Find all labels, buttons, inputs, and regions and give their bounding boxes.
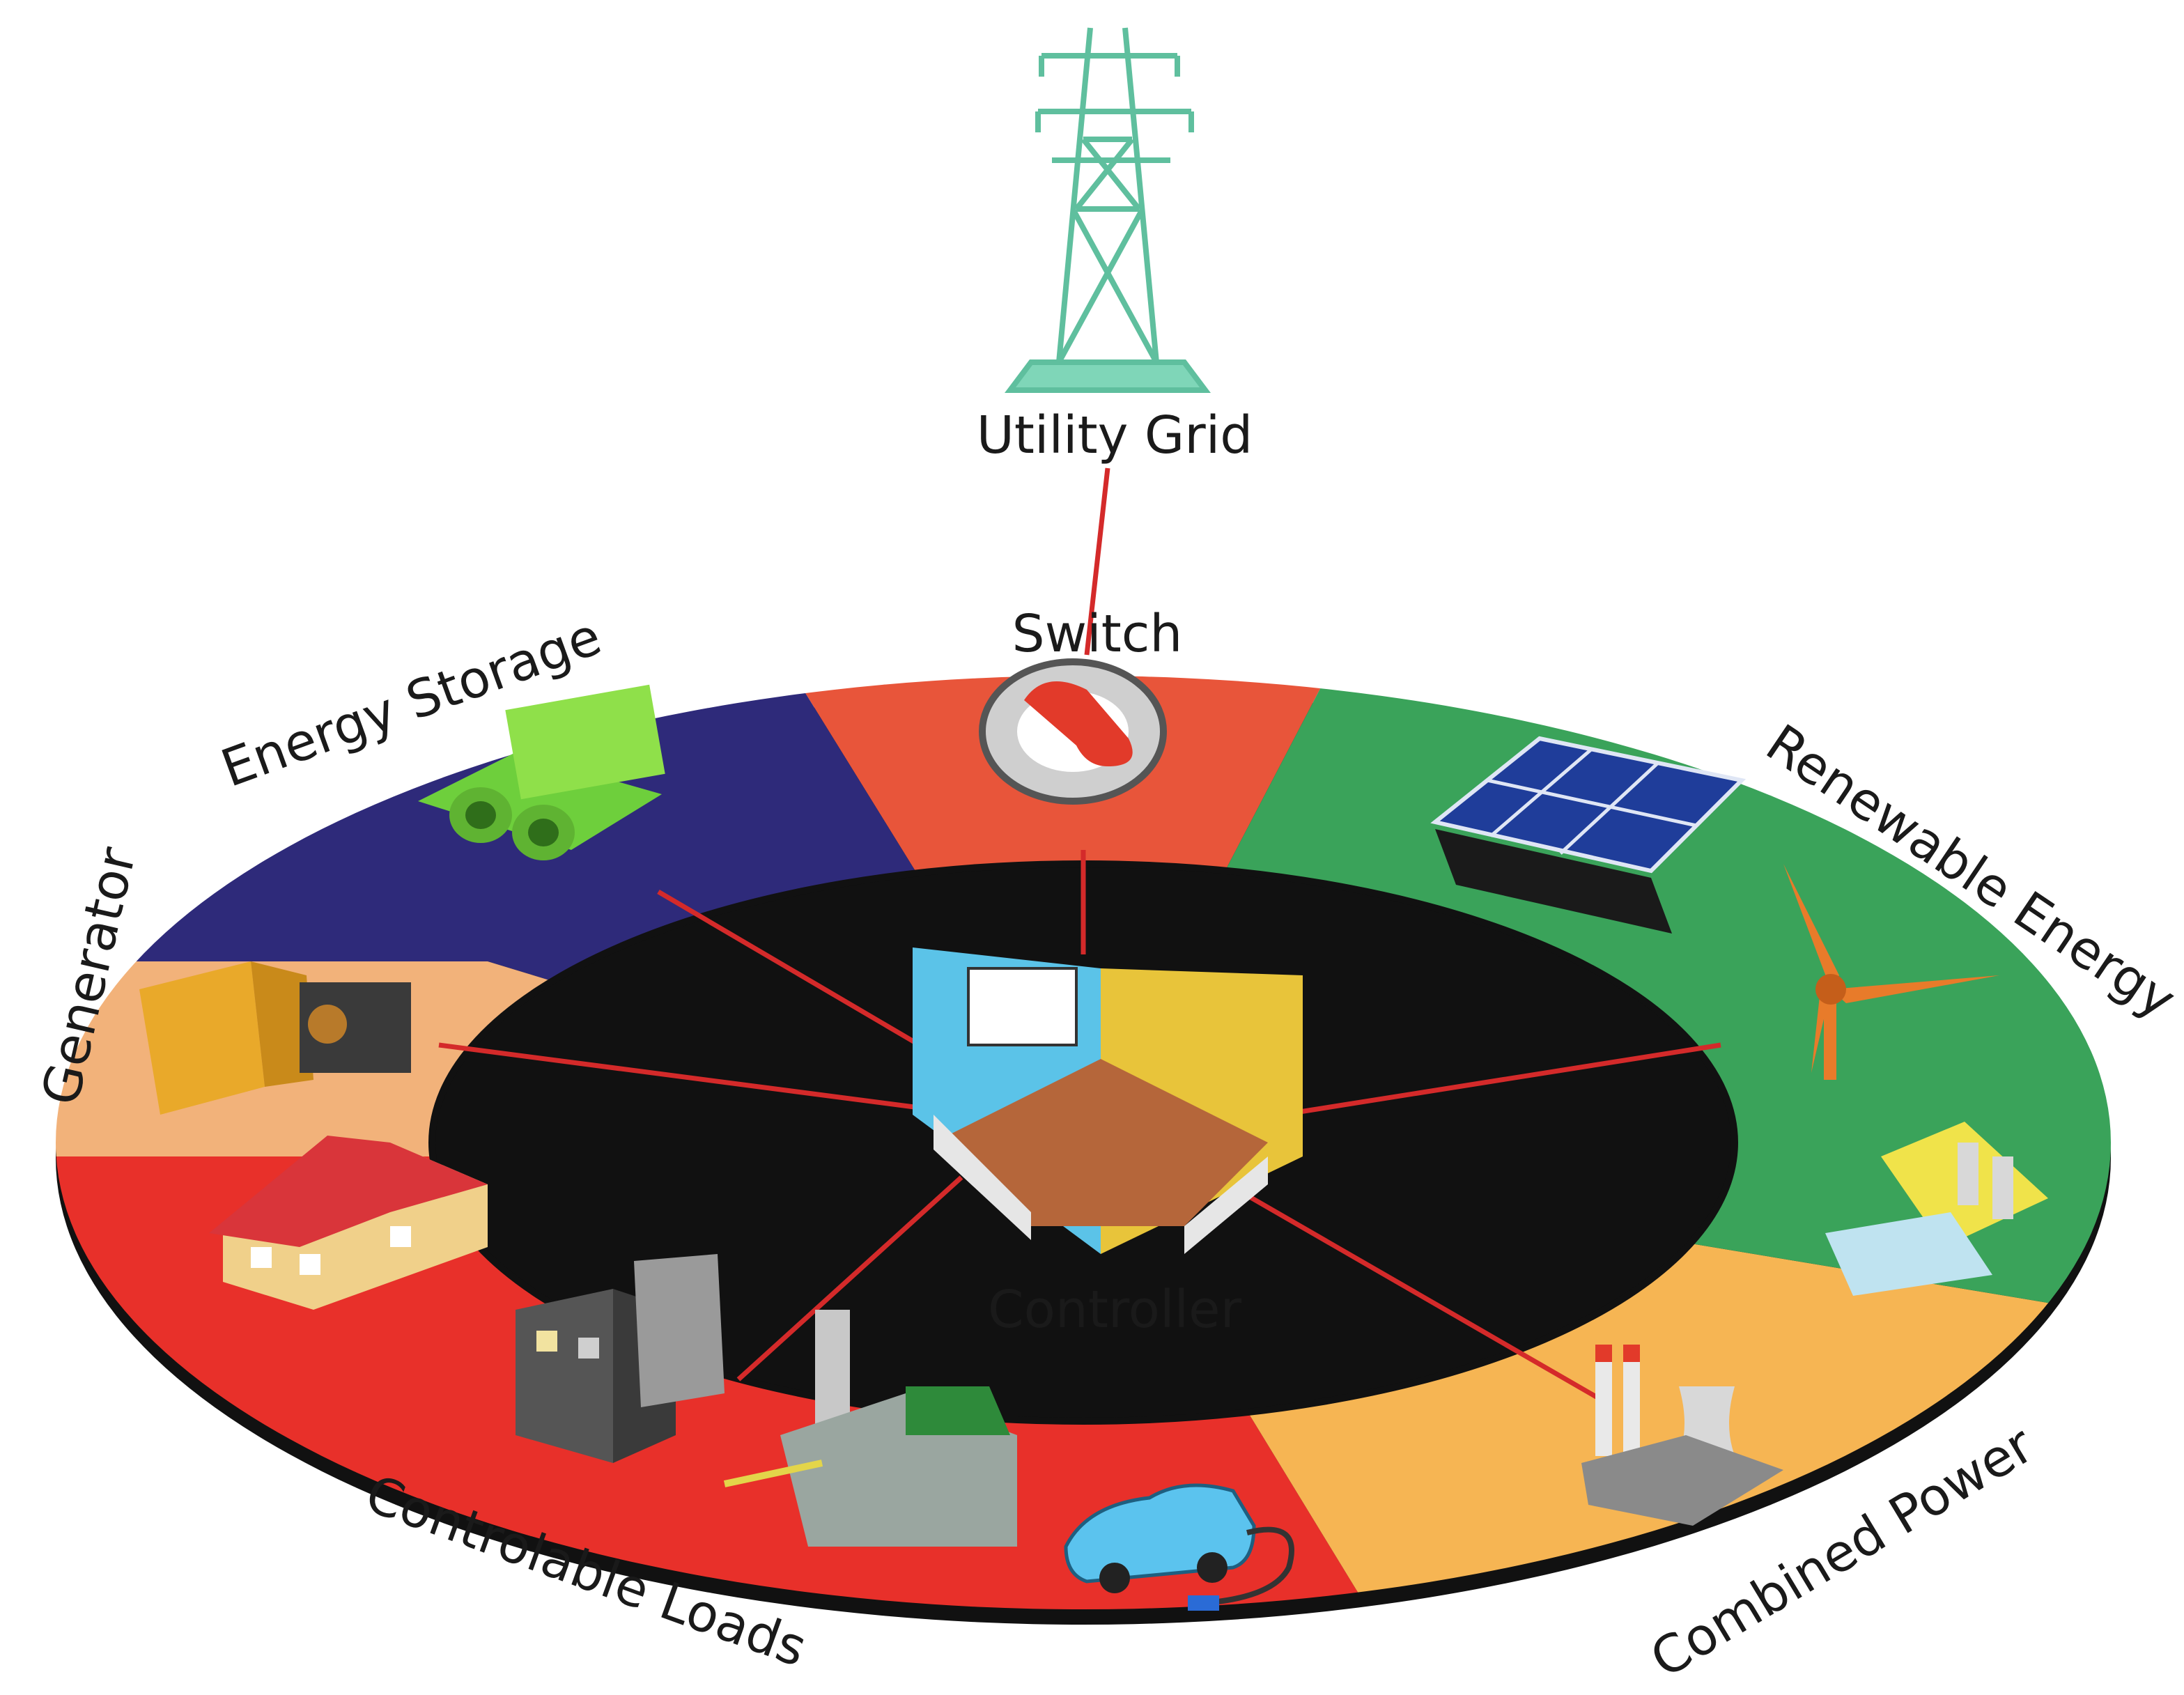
control-room-icon xyxy=(913,947,1303,1254)
connector-storage xyxy=(657,889,921,1048)
connector-grid-switch xyxy=(1084,467,1110,656)
wind-turbine-icon xyxy=(1783,864,1999,1080)
battery-icon xyxy=(418,684,665,860)
solar-panel-icon xyxy=(1430,736,1747,934)
connector-renewable xyxy=(1281,1042,1721,1117)
power-plant-icon xyxy=(1581,1345,1783,1526)
electric-car-icon xyxy=(1064,1483,1294,1611)
house-icon xyxy=(209,1136,488,1310)
label-utility-grid: Utility Grid xyxy=(977,405,1253,465)
label-switch: Switch xyxy=(1012,604,1183,664)
switch-knob-icon xyxy=(979,658,1167,805)
connector-combined xyxy=(1239,1189,1604,1403)
label-controller: Controller xyxy=(988,1280,1242,1340)
transmission-tower-icon xyxy=(1005,27,1211,393)
hydro-dam-icon xyxy=(1825,1122,2048,1296)
connectors xyxy=(438,467,1721,1403)
generator-icon xyxy=(139,961,411,1115)
connector-loads xyxy=(736,1175,963,1381)
building-icon xyxy=(516,1254,725,1463)
connector-generator xyxy=(438,1042,920,1110)
factory-icon xyxy=(723,1310,1017,1547)
